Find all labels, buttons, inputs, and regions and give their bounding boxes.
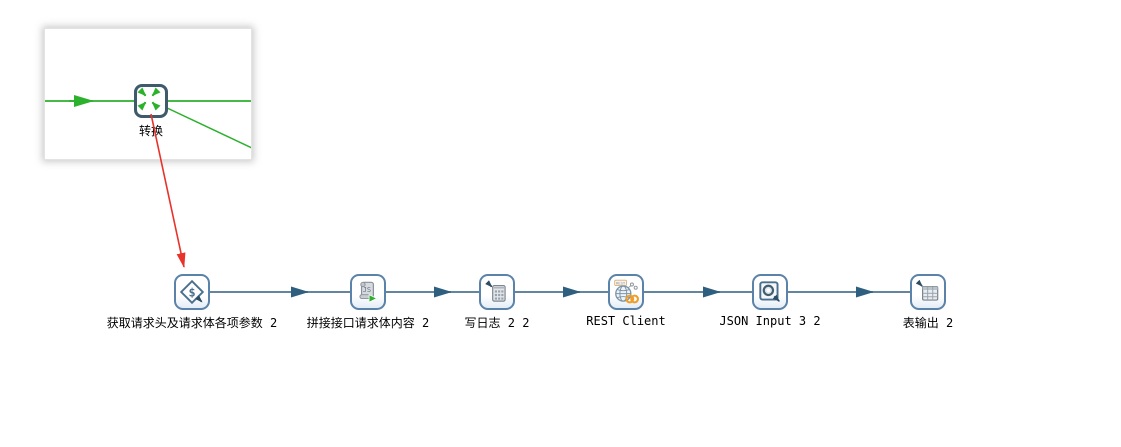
step-box[interactable]: $ — [174, 274, 210, 310]
green-flow-line-diagonal[interactable] — [164, 106, 251, 149]
step-box[interactable] — [752, 274, 788, 310]
step-label: 写日志 2 2 — [464, 316, 530, 330]
node-label: 转换 — [138, 124, 164, 138]
svg-text:JS: JS — [363, 286, 371, 294]
javascript-script-icon: JS — [359, 281, 378, 303]
step-box[interactable] — [479, 274, 515, 310]
step-label: 表输出 2 — [902, 316, 954, 330]
get-variables-icon: $ — [179, 279, 205, 305]
step-label: 拼接接口请求体内容 2 — [306, 316, 430, 330]
table-output-icon — [915, 279, 939, 301]
write-to-log-icon — [485, 280, 506, 302]
collapse-arrows-icon — [137, 87, 161, 111]
step-box[interactable]: REST — [608, 274, 644, 310]
step-label: REST Client — [586, 314, 666, 328]
svg-text:REST: REST — [616, 280, 626, 285]
preview-panel: 转换 — [44, 28, 252, 160]
step-box[interactable] — [910, 274, 946, 310]
step-label: 获取请求头及请求体各项参数 2 — [106, 316, 278, 330]
step-box[interactable]: JS — [350, 274, 386, 310]
json-input-icon — [759, 281, 780, 302]
step-label: JSON Input 3 2 — [719, 314, 821, 328]
rest-client-icon: REST — [614, 279, 639, 304]
transformation-node[interactable] — [134, 84, 168, 118]
svg-text:$: $ — [188, 285, 195, 299]
